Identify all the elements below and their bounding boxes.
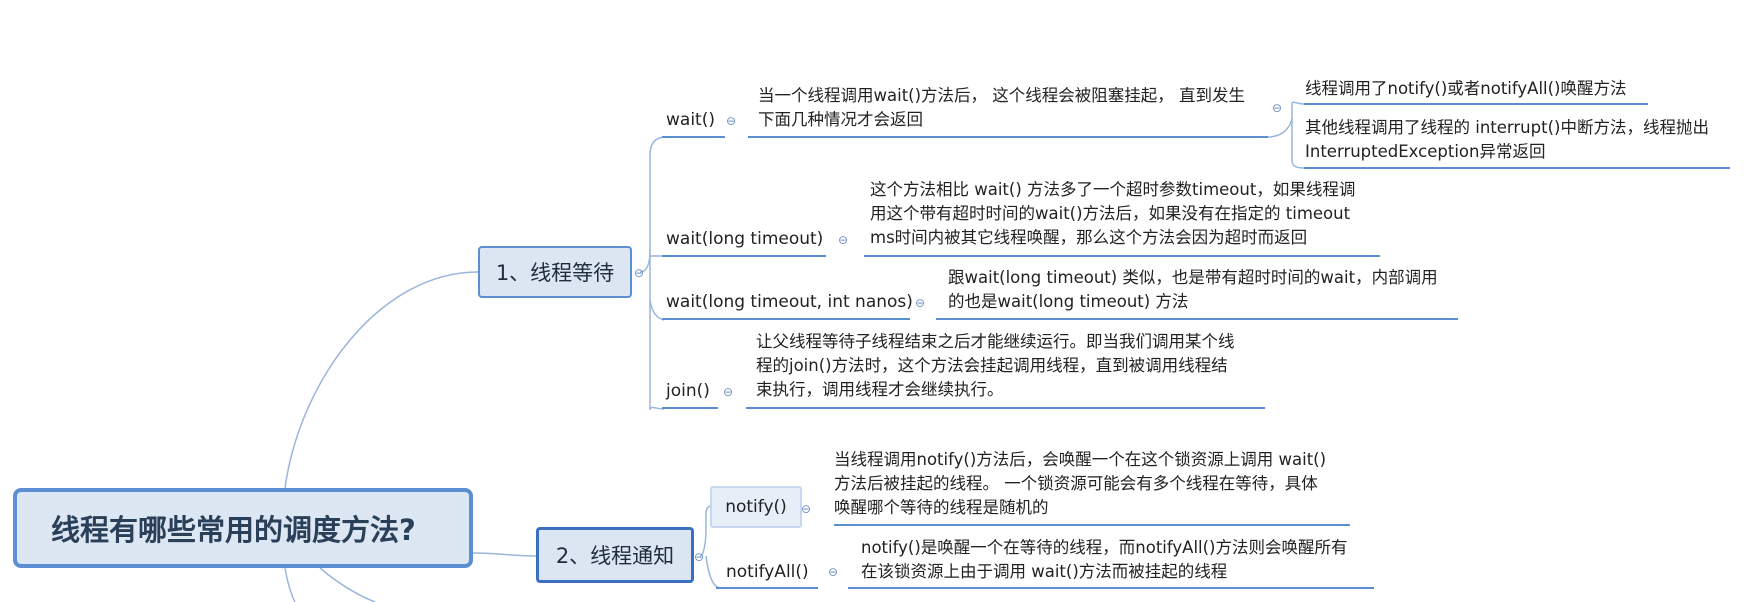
desc-line: InterruptedException异常返回 xyxy=(1305,142,1546,161)
desc-line: 当一个线程调用wait()方法后， 这个线程会被阻塞挂起， 直到发生 xyxy=(758,86,1246,105)
desc-line: 线程调用了notify()或者notifyAll()唤醒方法 xyxy=(1305,79,1627,98)
collapse-minus-icon[interactable]: ⊖ xyxy=(723,385,734,399)
topic-wait-timeout-label: wait(long timeout) xyxy=(666,229,824,249)
topic-wait-timeout-nanos[interactable]: wait(long timeout, int nanos) xyxy=(666,292,913,312)
topic-notify-label: notify() xyxy=(725,497,787,517)
topic-join-label: join() xyxy=(666,381,710,401)
collapse-minus-icon[interactable]: ⊖ xyxy=(1272,101,1283,115)
branch-thread-notify[interactable]: 2、线程通知 xyxy=(536,527,694,583)
root-title: 线程有哪些常用的调度方法? xyxy=(51,513,416,547)
wait-child-notify: 线程调用了notify()或者notifyAll()唤醒方法 xyxy=(1305,77,1626,101)
desc-line: 方法后被挂起的线程。 一个锁资源可能会有多个线程在等待，具体 xyxy=(834,474,1318,493)
desc-line: 当线程调用notify()方法后，会唤醒一个在这个锁资源上调用 wait() xyxy=(834,450,1327,469)
collapse-minus-icon[interactable]: ⊖ xyxy=(801,502,812,516)
collapse-minus-icon[interactable]: ⊖ xyxy=(915,296,926,310)
branch-label: 2、线程通知 xyxy=(555,544,675,568)
topic-wait-label: wait() xyxy=(666,110,715,130)
desc-line: 下面几种情况才会返回 xyxy=(758,110,923,129)
branch-label: 1、线程等待 xyxy=(495,261,615,285)
desc-line: notify()是唤醒一个在等待的线程，而notifyAll()方法则会唤醒所有 xyxy=(861,538,1348,557)
desc-line: 这个方法相比 wait() 方法多了一个超时参数timeout，如果线程调 xyxy=(870,180,1356,199)
topic-wait-timeout-desc: 这个方法相比 wait() 方法多了一个超时参数timeout，如果线程调 用这… xyxy=(870,178,1355,250)
wait-child-interrupt: 其他线程调用了线程的 interrupt()中断方法，线程抛出 Interrup… xyxy=(1305,116,1709,164)
desc-line: 程的join()方法时，这个方法会挂起调用线程，直到被调用线程结 xyxy=(756,356,1228,375)
desc-line: 跟wait(long timeout) 类似，也是带有超时时间的wait，内部调… xyxy=(948,268,1438,287)
desc-line: 唤醒哪个等待的线程是随机的 xyxy=(834,498,1049,517)
branch-thread-wait[interactable]: 1、线程等待 xyxy=(478,246,632,298)
desc-line: 用这个带有超时时间的wait()方法后，如果没有在指定的 timeout xyxy=(870,204,1351,223)
topic-notify-desc: 当线程调用notify()方法后，会唤醒一个在这个锁资源上调用 wait() 方… xyxy=(834,448,1326,520)
topic-notifyall-desc: notify()是唤醒一个在等待的线程，而notifyAll()方法则会唤醒所有… xyxy=(861,536,1347,584)
topic-wait-desc: 当一个线程调用wait()方法后， 这个线程会被阻塞挂起， 直到发生 下面几种情… xyxy=(758,84,1245,132)
desc-line: 在该锁资源上由于调用 wait()方法而被挂起的线程 xyxy=(861,562,1228,581)
topic-join-desc: 让父线程等待子线程结束之后才能继续运行。即当我们调用某个线 程的join()方法… xyxy=(756,330,1235,402)
topic-join[interactable]: join() xyxy=(666,381,710,401)
collapse-minus-icon[interactable]: ⊖ xyxy=(694,550,705,564)
desc-line: 其他线程调用了线程的 interrupt()中断方法，线程抛出 xyxy=(1305,118,1709,137)
topic-wait-timeout-nanos-desc: 跟wait(long timeout) 类似，也是带有超时时间的wait，内部调… xyxy=(948,266,1438,314)
desc-line: 束执行，调用线程才会继续执行。 xyxy=(756,380,1004,399)
collapse-minus-icon[interactable]: ⊖ xyxy=(828,565,839,579)
desc-line: ms时间内被其它线程唤醒，那么这个方法会因为超时而返回 xyxy=(870,228,1308,247)
collapse-minus-icon[interactable]: ⊖ xyxy=(726,114,737,128)
collapse-minus-icon[interactable]: ⊖ xyxy=(634,266,645,280)
topic-notifyall-label: notifyAll() xyxy=(726,562,809,582)
desc-line: 让父线程等待子线程结束之后才能继续运行。即当我们调用某个线 xyxy=(756,332,1235,351)
topic-wait-timeout[interactable]: wait(long timeout) xyxy=(666,229,823,249)
desc-line: 的也是wait(long timeout) 方法 xyxy=(948,292,1189,311)
root-topic[interactable]: 线程有哪些常用的调度方法? xyxy=(13,488,473,568)
topic-notify[interactable]: notify() xyxy=(710,486,802,528)
collapse-minus-icon[interactable]: ⊖ xyxy=(838,233,849,247)
topic-notifyall[interactable]: notifyAll() xyxy=(726,562,809,582)
topic-wait-timeout-nanos-label: wait(long timeout, int nanos) xyxy=(666,292,913,312)
topic-wait[interactable]: wait() xyxy=(666,110,715,130)
